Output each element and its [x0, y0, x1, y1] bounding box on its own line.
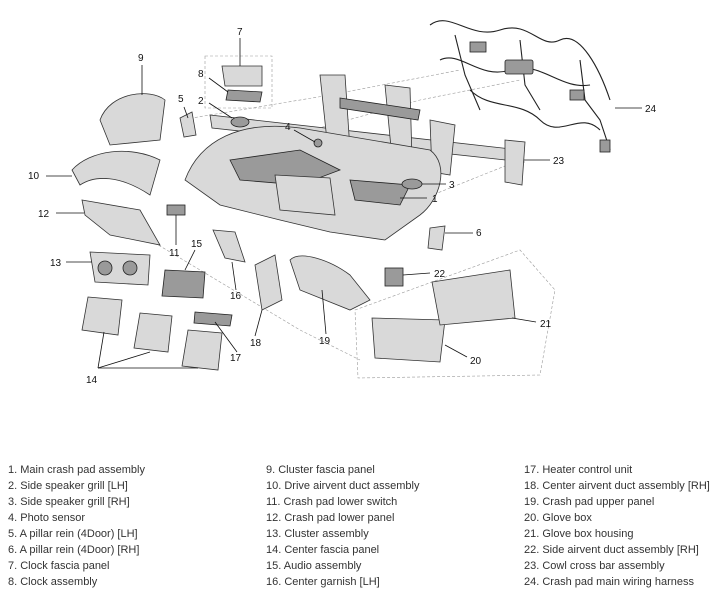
- legend-item: 9. Cluster fascia panel: [266, 464, 375, 476]
- callout-labels: 1 2 3 4 5 6 7 8 9 10 11 12 13 14 15 16 1…: [28, 27, 657, 386]
- legend-item: 16. Center garnish [LH]: [266, 576, 380, 588]
- callout-19: 19: [319, 336, 331, 347]
- legend-item: 21. Glove box housing: [524, 528, 634, 540]
- legend-item: 20. Glove box: [524, 512, 592, 524]
- callout-10: 10: [28, 171, 40, 182]
- legend-item: 8. Clock assembly: [8, 576, 98, 588]
- exploded-parts-diagram: 1 2 3 4 5 6 7 8 9 10 11 12 13 14 15 16 1…: [28, 20, 657, 386]
- callout-4: 4: [285, 122, 291, 133]
- callout-23: 23: [553, 156, 565, 167]
- callout-8: 8: [198, 69, 204, 80]
- leader-lines: [46, 38, 642, 369]
- small-parts: [71, 65, 516, 371]
- legend-item: 13. Cluster assembly: [266, 528, 369, 540]
- legend-item: 5. A pillar rein (4Door) [LH]: [8, 528, 138, 540]
- callout-18: 18: [250, 338, 262, 349]
- legend-item: 12. Crash pad lower panel: [266, 512, 395, 524]
- callout-13: 13: [50, 258, 62, 269]
- legend-item: 19. Crash pad upper panel: [524, 496, 655, 508]
- callout-20: 20: [470, 356, 482, 367]
- legend-item: 24. Crash pad main wiring harness: [524, 576, 694, 588]
- callout-2: 2: [198, 96, 204, 107]
- legend-column-1: 1. Main crash pad assembly 2. Side speak…: [8, 462, 145, 590]
- legend-item: 10. Drive airvent duct assembly: [266, 480, 420, 492]
- legend-item: 11. Crash pad lower switch: [266, 496, 398, 508]
- callout-11: 11: [169, 248, 180, 259]
- callout-17: 17: [230, 353, 242, 364]
- legend-item: 2. Side speaker grill [LH]: [8, 480, 128, 492]
- legend-item: 6. A pillar rein (4Door) [RH]: [8, 544, 140, 556]
- legend-column-3: 17. Heater control unit 18. Center airve…: [524, 462, 710, 590]
- legend-item: 7. Clock fascia panel: [8, 560, 110, 572]
- callout-15: 15: [191, 239, 203, 250]
- legend-item: 17. Heater control unit: [524, 464, 633, 476]
- legend-item: 15. Audio assembly: [266, 560, 362, 572]
- callout-9: 9: [138, 53, 144, 64]
- legend-item: 22. Side airvent duct assembly [RH]: [524, 544, 699, 556]
- callout-3: 3: [449, 180, 455, 191]
- callout-12: 12: [38, 209, 50, 220]
- callout-14: 14: [86, 375, 98, 386]
- callout-16: 16: [230, 291, 242, 302]
- callout-1: 1: [432, 194, 438, 205]
- legend-item: 14. Center fascia panel: [266, 544, 380, 556]
- main-crash-pad: [184, 125, 442, 241]
- callout-22: 22: [434, 269, 446, 280]
- callout-21: 21: [540, 319, 552, 330]
- legend-column-2: 9. Cluster fascia panel 10. Drive airven…: [266, 462, 419, 590]
- callout-6: 6: [476, 228, 482, 239]
- legend-item: 3. Side speaker grill [RH]: [8, 496, 130, 508]
- wiring-harness: [429, 20, 611, 153]
- legend-item: 4. Photo sensor: [8, 512, 86, 524]
- legend-item: 18. Center airvent duct assembly [RH]: [524, 480, 710, 492]
- legend-item: 1. Main crash pad assembly: [8, 464, 145, 476]
- callout-5: 5: [178, 94, 184, 105]
- callout-7: 7: [237, 27, 243, 38]
- legend-item: 23. Cowl cross bar assembly: [524, 560, 665, 572]
- callout-24: 24: [645, 104, 657, 115]
